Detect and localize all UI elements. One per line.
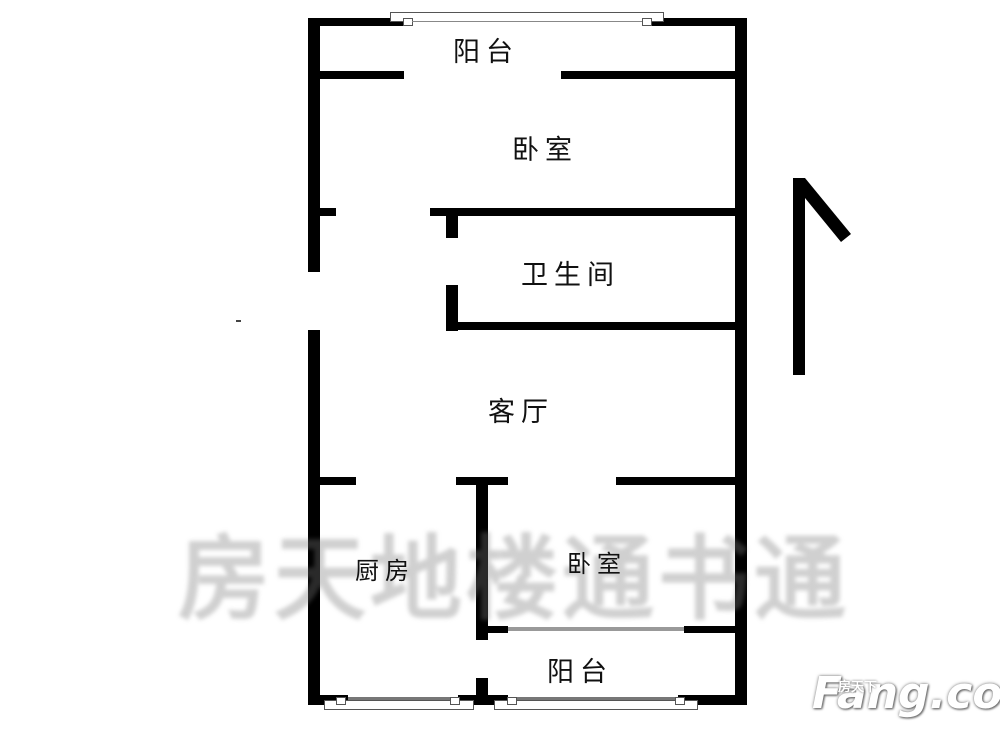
logo-cn: 房天下 [838, 680, 878, 695]
wall-top-right [644, 18, 747, 26]
wall-bedroom2-top [616, 477, 747, 485]
window-bottom-right [494, 700, 698, 710]
wall-kitchen-right-lower [476, 678, 488, 705]
wall-left-lower [308, 330, 320, 705]
wall-left-upper [308, 18, 320, 272]
window-sash [675, 697, 685, 705]
wall-bedroom-bottom [430, 208, 747, 216]
wall-bedroom2-bottom-right [684, 626, 747, 633]
window-sash [336, 697, 346, 705]
wall-stub-left [308, 208, 336, 216]
room-label-bedroom-main: 卧室 [512, 135, 578, 166]
wall-kitchen-right [476, 477, 488, 640]
window-sash [642, 18, 652, 26]
window-sash [450, 697, 460, 705]
wall-bath-left-lower [446, 285, 458, 331]
window-sash [403, 18, 413, 26]
fang-logo: Fang.com 房天下 [812, 668, 1000, 719]
room-label-bathroom: 卫生间 [521, 260, 620, 291]
wall-top-left [308, 18, 404, 26]
room-label-balcony-bottom: 阳台 [547, 657, 613, 688]
wall-balcony-top-left [308, 71, 404, 79]
wall-bath-bottom [446, 322, 747, 330]
tick-mark [236, 320, 241, 322]
north-arrow-icon [793, 178, 851, 375]
wall-balcony-top-right [561, 71, 747, 79]
wall-bedroom2-bottom-left [488, 626, 508, 633]
watermark: 房天地楼通书通 [178, 526, 851, 633]
window-sash [507, 697, 517, 705]
logo-en: Fang.com [812, 668, 1000, 719]
wall-bottom-right [678, 695, 747, 705]
wall-kitchen-top [308, 477, 356, 485]
wall-right [735, 18, 747, 705]
room-label-balcony-top: 阳台 [453, 37, 519, 68]
room-label-kitchen: 厨房 [355, 557, 415, 585]
room-label-living-room: 客厅 [488, 397, 554, 428]
sliding-door [508, 627, 684, 631]
wall-bath-left-upper [446, 208, 458, 238]
room-label-bedroom-second: 卧室 [567, 550, 627, 578]
window-bottom-left [324, 700, 474, 710]
